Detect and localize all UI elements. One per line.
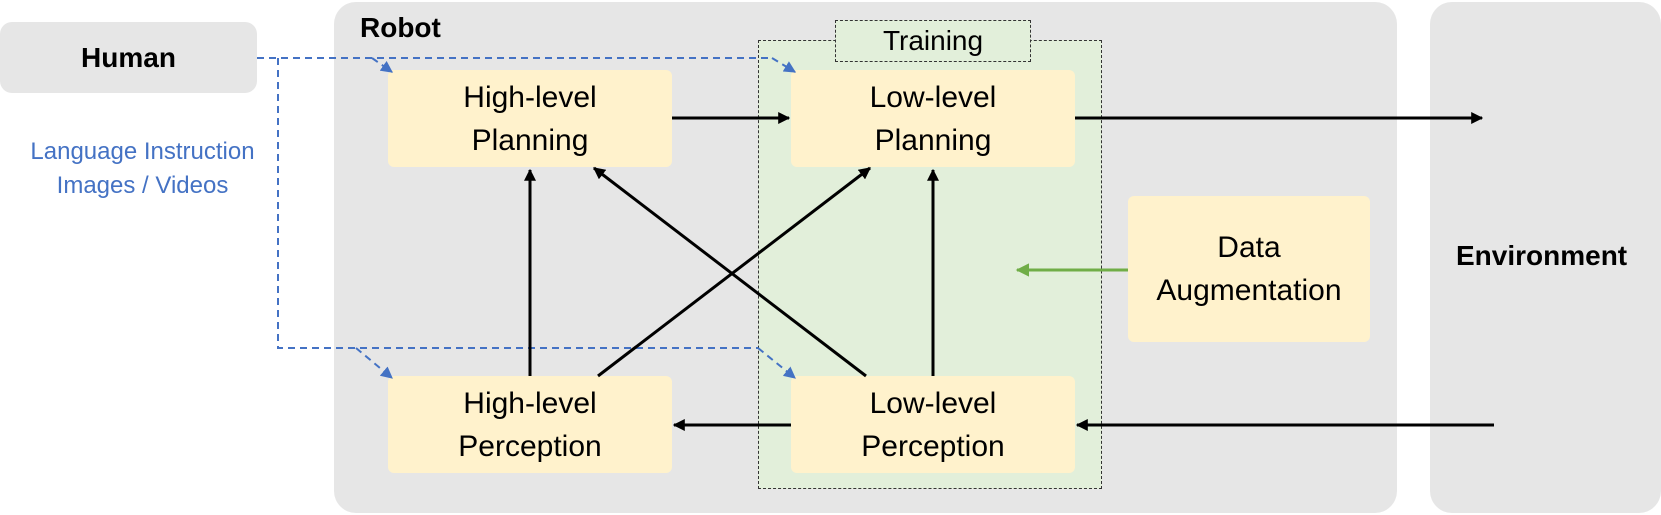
training-label: Training [835, 20, 1031, 62]
high-level-perception-line1: High-level [463, 386, 597, 420]
high-level-planning-node: High-level Planning [388, 70, 672, 167]
high-level-perception-line2: Perception [458, 429, 602, 463]
high-level-planning-line2: Planning [471, 123, 589, 157]
data-augmentation-line2: Augmentation [1156, 274, 1342, 307]
input-note-images: Images / Videos [56, 172, 229, 199]
human-to-low-level-perception-link [757, 347, 796, 379]
high-level-perception-node: High-level Perception [388, 376, 672, 473]
low-level-planning-line1: Low-level [869, 80, 997, 114]
input-note: Language Instruction Images / Videos [10, 135, 275, 203]
human-box: Human [0, 22, 257, 93]
training-label-text: Training [882, 25, 984, 56]
human-label: Human [81, 41, 176, 73]
human-to-high-level-planning-link [371, 57, 393, 73]
human-to-high-level-perception-link [355, 347, 393, 379]
human-to-low-level-planning-link [771, 57, 797, 73]
arrow-high-perception-to-low-planning [597, 166, 871, 378]
robot-label: Robot [360, 12, 441, 43]
low-level-perception-line2: Perception [861, 429, 1005, 463]
low-level-perception-line1: Low-level [869, 386, 997, 420]
data-augmentation-node: Data Augmentation [1128, 196, 1370, 342]
high-level-planning-line1: High-level [463, 80, 597, 114]
arrow-low-perception-to-high-planning [593, 166, 867, 378]
low-level-planning-node: Low-level Planning [791, 70, 1075, 167]
low-level-perception-node: Low-level Perception [791, 376, 1075, 473]
input-note-language: Language Instruction [30, 138, 255, 165]
low-level-planning-line2: Planning [874, 123, 992, 157]
environment-panel [1430, 2, 1661, 513]
human-dashed-vertical [277, 58, 758, 349]
environment-label: Environment [1456, 240, 1628, 271]
data-augmentation-line1: Data [1217, 231, 1281, 264]
